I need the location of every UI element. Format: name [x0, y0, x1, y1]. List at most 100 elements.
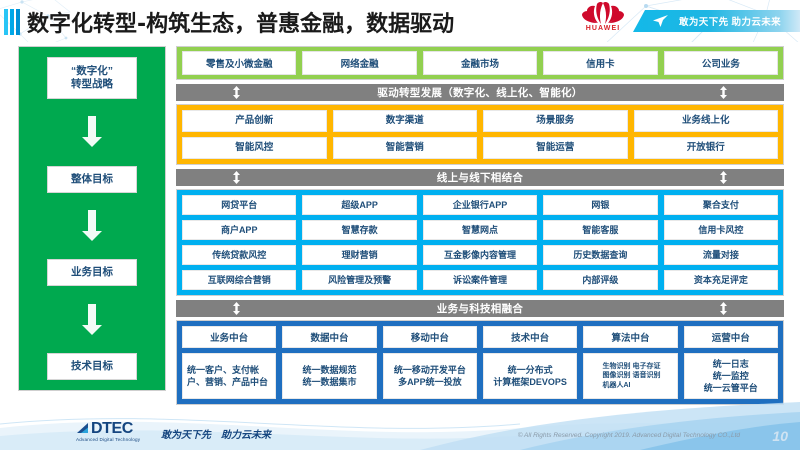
orange-row-1: 产品创新 数字渠道 场景服务 业务线上化	[182, 110, 778, 132]
navy-head-operation-midend[interactable]: 运营中台	[683, 326, 778, 348]
content-column: 零售及小微金融 网络金融 金融市场 信用卡 公司业务 驱动转型发展（数字化、线上…	[176, 46, 784, 405]
pillar-step-strategy-line1: “数字化”	[71, 65, 113, 77]
navy-column-data-midend: 数据中台 统一数据规范 统一数据集市	[282, 326, 377, 399]
navy-head-business-midend[interactable]: 业务中台	[182, 326, 277, 348]
blue-cell-historical-data-query[interactable]: 历史数据查询	[543, 245, 658, 265]
blue-cell-online-banking[interactable]: 网银	[543, 195, 658, 215]
business-line-internet-finance[interactable]: 网络金融	[302, 51, 417, 75]
dtec-logo-main: DTEC	[76, 420, 152, 438]
business-lines-band: 零售及小微金融 网络金融 金融市场 信用卡 公司业务	[176, 46, 784, 80]
navy-body-tech-line2: 计算框架DEVOPS	[493, 377, 567, 387]
blue-cell-online-lending-platform[interactable]: 网贷平台	[182, 195, 297, 215]
blue-cell-aggregate-payment[interactable]: 聚合支付	[663, 195, 779, 215]
down-arrow-icon-2	[82, 209, 102, 241]
navy-body-operation-midend: 统一日志 统一监控 统一云管平台	[683, 353, 778, 399]
blue-cell-enterprise-bank-app[interactable]: 企业银行APP	[422, 195, 538, 215]
navy-body-tech-midend: 统一分布式 计算框架DEVOPS	[482, 353, 578, 399]
business-line-credit-card[interactable]: 信用卡	[543, 51, 658, 75]
navy-head-tech-midend[interactable]: 技术中台	[482, 326, 578, 348]
double-arrow-icon-right-3	[720, 302, 727, 315]
double-arrow-icon-right-1	[720, 86, 727, 99]
blue-cell-wealth-marketing[interactable]: 理财营销	[302, 245, 417, 265]
page-title: 数字化转型-构筑生态，普惠金融，数据驱动	[27, 12, 455, 37]
orange-cell-product-innovation[interactable]: 产品创新	[182, 110, 327, 132]
blue-cell-super-app[interactable]: 超级APP	[302, 195, 417, 215]
slide-header: 数字化转型-构筑生态，普惠金融，数据驱动 HUAWEI 敢为天下先 助力云未来	[0, 0, 800, 42]
blue-cell-risk-management-alert[interactable]: 风险管理及预警	[302, 270, 417, 290]
blue-cell-capital-adequacy[interactable]: 资本充足评定	[663, 270, 779, 290]
dtec-brand: DTEC Advanced Digital Technology 敢为天下先 助…	[76, 420, 271, 442]
huawei-wordmark: HUAWEI	[585, 25, 621, 32]
blue-cell-credit-card-risk[interactable]: 信用卡风控	[663, 220, 779, 240]
orange-cell-open-banking[interactable]: 开放银行	[633, 137, 778, 159]
navy-body-operation-line2: 统一监控	[712, 371, 749, 381]
blue-row-3: 传统贷款风控 理财营销 互金影像内容管理 历史数据查询 流量对接	[182, 245, 779, 265]
blue-cell-traditional-loan-risk[interactable]: 传统贷款风控	[182, 245, 297, 265]
dtec-slogan: 敢为天下先 助力云未来	[161, 430, 271, 441]
orange-cell-business-online[interactable]: 业务线上化	[633, 110, 778, 132]
navy-body-data-line1: 统一数据规范	[302, 365, 357, 375]
blue-cell-litigation-case-management[interactable]: 诉讼案件管理	[422, 270, 538, 290]
orange-cell-smart-risk-control[interactable]: 智能风控	[182, 137, 327, 159]
navy-body-data-midend: 统一数据规范 统一数据集市	[282, 353, 377, 399]
blue-cell-smart-branch[interactable]: 智慧网点	[422, 220, 538, 240]
navy-body-mobile-line2: 多APP统一投放	[398, 377, 462, 387]
navy-body-algorithm-line1: 生物识别 电子存证	[602, 362, 661, 370]
blue-row-4: 互联网综合营销 风险管理及预警 诉讼案件管理 内部评级 资本充足评定	[182, 270, 779, 290]
double-arrow-icon-left-2	[233, 171, 240, 184]
slide-footer: DTEC Advanced Digital Technology 敢为天下先 助…	[0, 394, 800, 450]
navy-body-mobile-line1: 统一移动开发平台	[393, 365, 466, 375]
navy-column-mobile-midend: 移动中台 统一移动开发平台 多APP统一投放	[382, 326, 477, 399]
navy-body-algorithm-midend: 生物识别 电子存证 图像识别 语音识别 机器人AI	[583, 353, 678, 399]
blue-cell-merchant-app[interactable]: 商户APP	[182, 220, 297, 240]
orange-cell-smart-marketing[interactable]: 智能营销	[332, 137, 477, 159]
blue-cell-internet-integrated-marketing[interactable]: 互联网综合营销	[182, 270, 297, 290]
pillar-step-overall-goal: 整体目标	[47, 165, 137, 193]
down-arrow-icon-1	[82, 116, 102, 148]
navy-column-tech-midend: 技术中台 统一分布式 计算框架DEVOPS	[482, 326, 578, 399]
navy-body-mobile-midend: 统一移动开发平台 多APP统一投放	[382, 353, 477, 399]
business-line-corporate[interactable]: 公司业务	[663, 51, 779, 75]
blue-row-2: 商户APP 智慧存款 智慧网点 智能客服 信用卡风控	[182, 220, 779, 240]
connector-label-orange: 驱动转型发展（数字化、线上化、智能化）	[377, 87, 583, 99]
navy-head-algorithm-midend[interactable]: 算法中台	[583, 326, 678, 348]
huawei-logo: HUAWEI	[578, 2, 628, 40]
panel-online-offline: 网贷平台 超级APP 企业银行APP 网银 聚合支付 商户APP 智慧存款 智慧…	[176, 189, 784, 296]
panel-transformation-drivers: 产品创新 数字渠道 场景服务 业务线上化 智能风控 智能营销 智能运营 开放银行	[176, 104, 784, 165]
orange-cell-scenario-service[interactable]: 场景服务	[483, 110, 628, 132]
pillar-step-technology-goal: 技术目标	[47, 352, 137, 380]
dtec-tagline: Advanced Digital Technology	[76, 437, 141, 442]
navy-body-algorithm-line2: 图像识别 语音识别	[602, 372, 661, 380]
blue-cell-traffic-integration[interactable]: 流量对接	[663, 245, 779, 265]
connector-bar-blue: 线上与线下相结合	[176, 169, 784, 186]
blue-cell-smart-customer-service[interactable]: 智能客服	[543, 220, 658, 240]
orange-row-2: 智能风控 智能营销 智能运营 开放银行	[182, 137, 778, 159]
panel-midend-platforms: 业务中台 统一客户、支付帐户、营销、产品中台 数据中台 统一数据规范 统一数据集…	[176, 320, 784, 405]
copyright-text: © All Rights Reserved. Copyright 2019. A…	[517, 432, 740, 439]
navy-column-business-midend: 业务中台 统一客户、支付帐户、营销、产品中台	[182, 326, 277, 399]
double-arrow-icon-left-3	[233, 302, 240, 315]
navy-head-data-midend[interactable]: 数据中台	[282, 326, 377, 348]
blue-cell-image-content-management[interactable]: 互金影像内容管理	[422, 245, 538, 265]
blue-cell-smart-deposit[interactable]: 智慧存款	[302, 220, 417, 240]
page-number: 10	[772, 428, 788, 444]
pillar-step-strategy-line2: 转型战略	[71, 78, 113, 90]
navy-column-operation-midend: 运营中台 统一日志 统一监控 统一云管平台	[683, 326, 778, 399]
dtec-logo: DTEC Advanced Digital Technology	[76, 420, 152, 442]
business-line-financial-market[interactable]: 金融市场	[422, 51, 538, 75]
blue-cell-internal-rating[interactable]: 内部评级	[543, 270, 658, 290]
strategy-pillar: “数字化” 转型战略 整体目标 业务目标 技术目标	[18, 46, 166, 391]
banner-slogan-text: 敢为天下先 助力云未来	[679, 17, 782, 28]
business-line-retail[interactable]: 零售及小微金融	[182, 51, 297, 75]
orange-cell-smart-operation[interactable]: 智能运营	[483, 137, 628, 159]
pillar-step-strategy: “数字化” 转型战略	[47, 57, 137, 99]
orange-cell-digital-channel[interactable]: 数字渠道	[332, 110, 477, 132]
connector-label-blue: 线上与线下相结合	[436, 172, 524, 184]
slogan-banner: 敢为天下先 助力云未来	[633, 10, 800, 32]
navy-columns: 业务中台 统一客户、支付帐户、营销、产品中台 数据中台 统一数据规范 统一数据集…	[182, 326, 778, 399]
navy-head-mobile-midend[interactable]: 移动中台	[382, 326, 477, 348]
connector-bar-navy: 业务与科技相融合	[176, 300, 784, 317]
navy-column-algorithm-midend: 算法中台 生物识别 电子存证 图像识别 语音识别 机器人AI	[583, 326, 678, 399]
double-arrow-icon-left-1	[233, 86, 240, 99]
